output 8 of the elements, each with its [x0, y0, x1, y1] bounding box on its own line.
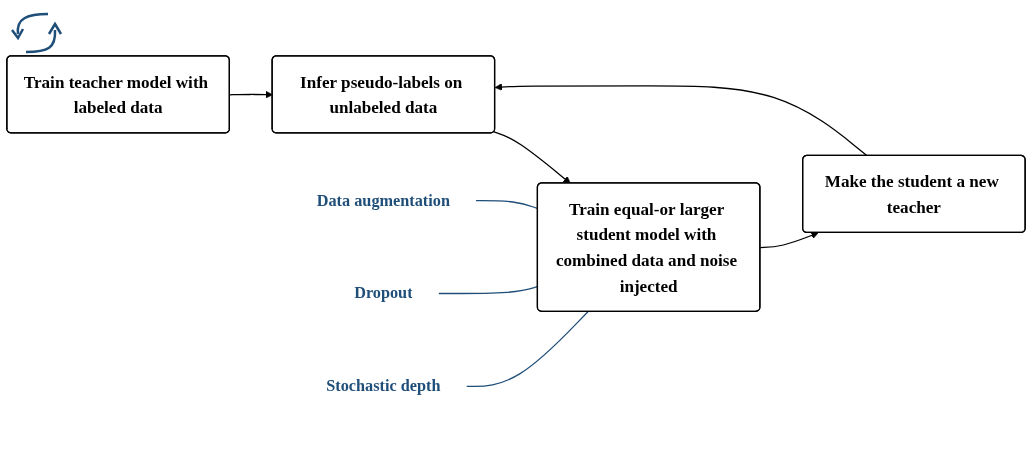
arrow	[759, 231, 819, 249]
arrow	[494, 83, 868, 157]
node-text: Data augmentation	[316, 190, 450, 209]
node-text: Stochastic depth	[326, 376, 441, 395]
connector	[465, 310, 589, 387]
arrow	[493, 131, 571, 184]
arrow	[229, 90, 273, 99]
node-text: Dropout	[354, 283, 413, 302]
